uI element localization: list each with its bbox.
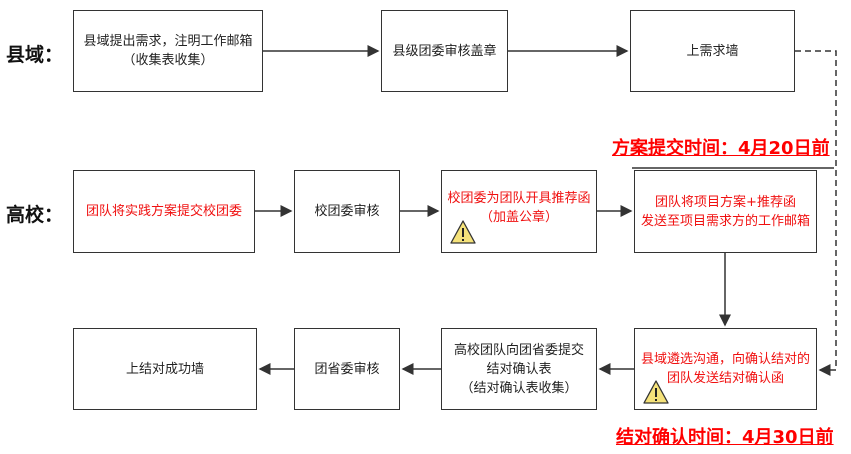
step-text: 校团委审核: [314, 204, 380, 219]
step-text: 县级团委审核盖章: [392, 43, 497, 59]
step-submit-plan: 团队将实践方案提交校团委: [73, 170, 255, 253]
step-demand-wall: 上需求墙: [630, 10, 795, 92]
step-text: 县域遴选沟通，向确认结对的: [640, 352, 810, 367]
step-text: 团队将实践方案提交校团委: [85, 204, 242, 219]
lane-label-county: 县域：: [6, 44, 64, 66]
step-text: 校团委为团队开具推荐函: [447, 191, 591, 206]
deadline-proposal: 方案提交时间：4月20日前: [612, 138, 830, 159]
warning-icon: [643, 380, 669, 404]
step-send-email: 团队将项目方案+推荐函发送至项目需求方的工作邮箱: [634, 170, 817, 253]
step-recommendation-letter: 校团委为团队开具推荐函 （加盖公章）: [441, 170, 597, 253]
step-text: （加盖公章）: [479, 210, 558, 225]
lane-label-school: 高校：: [6, 204, 64, 226]
step-text: 团队发送结对确认函: [666, 371, 784, 386]
step-school-review: 校团委审核: [294, 170, 400, 253]
step-county-confirm: 县域遴选沟通，向确认结对的团队发送结对确认函: [634, 328, 817, 410]
dashed-arrow: [795, 50, 837, 376]
step-text: 结对确认表: [486, 361, 552, 377]
step-text: 高校团队向团省委提交: [453, 342, 584, 358]
step-text: （收集表收集）: [122, 53, 214, 68]
step-text: 县域提出需求，注明工作邮箱: [83, 34, 253, 49]
step-text: 团队将项目方案+推荐函: [655, 194, 796, 210]
step-text: 上需求墙: [686, 43, 739, 59]
step-submit-confirmation: 高校团队向团省委提交结对确认表 （结对确认表收集）: [441, 328, 597, 410]
warning-icon: [450, 220, 476, 244]
step-text: 发送至项目需求方的工作邮箱: [640, 213, 810, 229]
step-county-review: 县级团委审核盖章: [381, 10, 508, 92]
step-text: 团省委审核: [314, 361, 380, 377]
step-province-review: 团省委审核: [294, 328, 400, 410]
step-success-wall: 上结对成功墙: [73, 328, 257, 410]
step-county-request: 县域提出需求，注明工作邮箱 （收集表收集）: [73, 10, 263, 92]
deadline-confirm: 结对确认时间：4月30日前: [616, 427, 834, 448]
step-text: 上结对成功墙: [125, 361, 204, 377]
step-text: （结对确认表收集）: [460, 380, 578, 396]
